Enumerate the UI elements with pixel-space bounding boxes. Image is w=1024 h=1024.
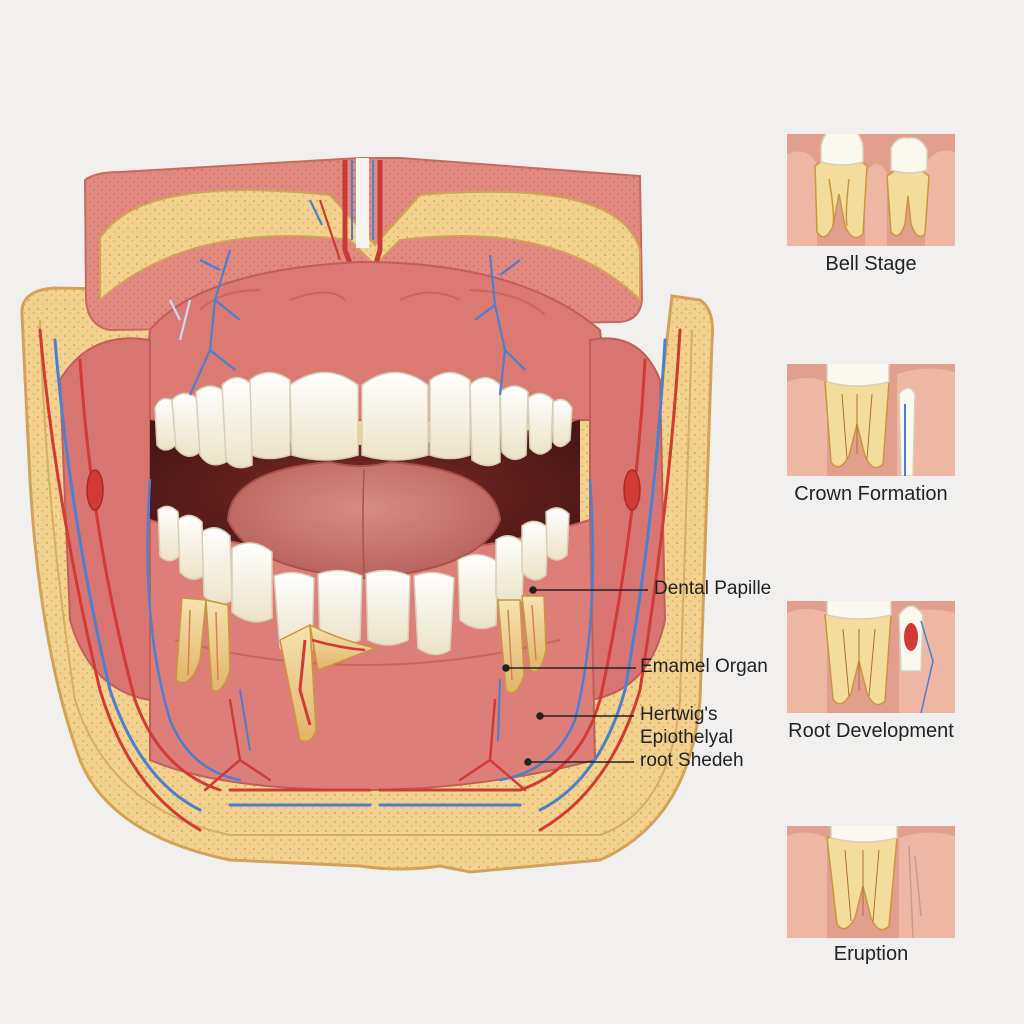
stage-caption-crown: Crown Formation [794, 483, 948, 505]
callout-leaders [502, 586, 648, 766]
stage-caption-eruption: Eruption [833, 943, 909, 965]
label-hertwigs-line-2: Epiothelyal [640, 727, 733, 748]
lower-blood-vessels [38, 328, 682, 832]
stage-panel-eruption [787, 826, 955, 938]
label-hertwigs-sheath: Hertwig's Epiothelyal root Shedeh [640, 703, 744, 772]
stage-caption-root: Root Development [788, 720, 954, 742]
stage-caption-bell: Bell Stage [825, 253, 917, 275]
stage-panel-crown [787, 364, 955, 476]
upper-blood-vessels [169, 199, 526, 396]
lower-teeth [157, 505, 570, 656]
label-hertwigs-line-3: root Shedeh [640, 750, 744, 771]
label-emamel-organ: Emamel Organ [640, 656, 768, 677]
label-dental-papille: Dental Papille [654, 578, 772, 599]
stage-panel-root [787, 601, 955, 713]
upper-teeth [154, 371, 573, 469]
label-hertwigs-line-1: Hertwig's [640, 704, 718, 725]
stage-panel-bell [787, 134, 955, 246]
